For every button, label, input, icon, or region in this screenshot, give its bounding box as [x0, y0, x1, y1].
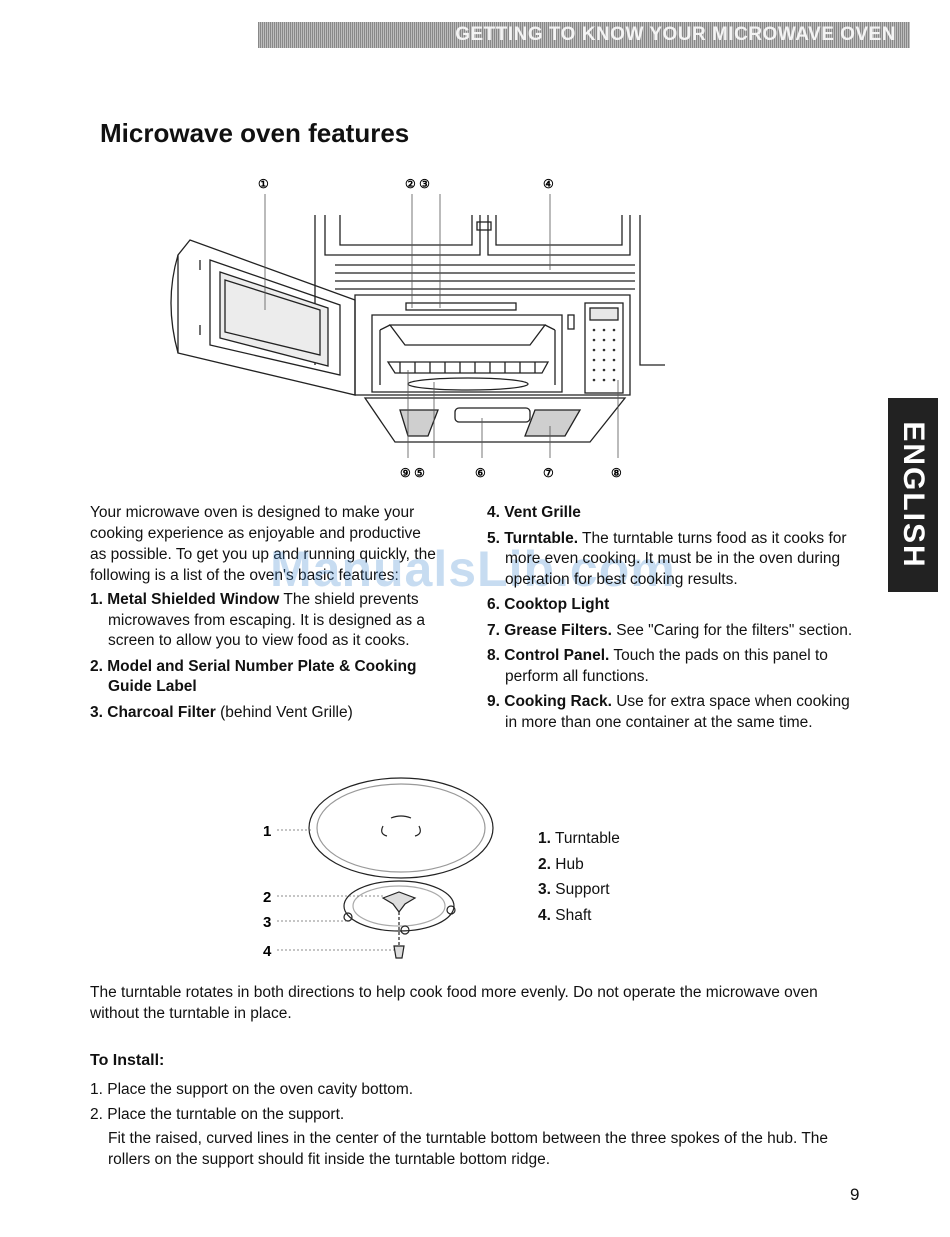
list-item: 1. Turntable	[538, 830, 620, 847]
feature-list-left: 1. Metal Shielded Window The shield prev…	[90, 590, 450, 728]
page-number: 9	[850, 1185, 860, 1204]
feature-item: 6. Cooktop Light	[487, 595, 859, 616]
feature-item: 5. Turntable. The turntable turns food a…	[487, 529, 859, 591]
turntable-callout-2: 2	[263, 889, 271, 906]
list-item: 2. Hub	[538, 855, 584, 873]
feature-name: 5. Turntable.	[487, 529, 579, 547]
install-steps: 1. Place the support on the oven cavity …	[90, 1077, 413, 1127]
feature-name: 7. Grease Filters.	[487, 621, 612, 639]
list-item: 3. Support	[538, 881, 610, 898]
section-header-banner: GETTING TO KNOW YOUR MICROWAVE OVEN	[258, 22, 910, 48]
language-tab-label: ENGLISH	[897, 421, 930, 569]
feature-desc: Touch the pads on this panel to perform …	[505, 647, 828, 685]
install-note: Fit the raised, curved lines in the cent…	[108, 1130, 829, 1168]
callout-1: ①	[258, 177, 269, 191]
list-item: 4. Shaft	[538, 906, 592, 924]
feature-desc: The turntable turns food as it cooks for…	[505, 529, 847, 588]
feature-name: 4. Vent Grille	[487, 504, 581, 521]
feature-desc: (behind Vent Grille)	[215, 703, 353, 721]
callout-8: ⑧	[611, 466, 622, 480]
callout-7: ⑦	[543, 466, 554, 480]
feature-name: 8. Control Panel.	[487, 647, 610, 664]
feature-item: 2. Model and Serial Number Plate & Cooki…	[90, 657, 450, 698]
callout-9-5: ⑨ ⑤	[400, 466, 425, 480]
turntable-callout-4: 4	[263, 943, 272, 960]
install-heading: To Install:	[90, 1052, 165, 1069]
list-item: 2. Place the turntable on the support.	[90, 1106, 345, 1123]
feature-name: 3. Charcoal Filter	[90, 703, 216, 721]
feature-item: 3. Charcoal Filter (behind Vent Grille)	[90, 703, 450, 724]
feature-item: 7. Grease Filters. See "Caring for the f…	[487, 621, 859, 642]
turntable-callout-1: 1	[263, 823, 271, 840]
feature-name: 6. Cooktop Light	[487, 596, 610, 613]
feature-list-right: 4. Vent Grille 5. Turntable. The turntab…	[487, 503, 859, 738]
feature-name: 1. Metal Shielded Window	[90, 591, 280, 608]
turntable-diagram: 1 2 3 4	[263, 777, 494, 960]
list-item: 1. Place the support on the oven cavity …	[90, 1081, 414, 1098]
turntable-parts-list: 1. Turntable 2. Hub 3. Support 4. Shaft	[538, 826, 620, 928]
feature-item: 4. Vent Grille	[487, 503, 859, 524]
intro-paragraph: Your microwave oven is designed to make …	[90, 504, 436, 584]
microwave-oven-diagram: ① ② ③ ④ ⑨ ⑤ ⑥ ⑦ ⑧	[170, 177, 665, 480]
turntable-note: The turntable rotates in both directions…	[90, 984, 818, 1022]
feature-name: 2. Model and Serial Number Plate & Cooki…	[90, 657, 417, 696]
watermark-text: ManualsLib.com	[270, 541, 676, 597]
feature-desc: Use for extra space when cooking in more…	[505, 693, 850, 731]
language-tab: ENGLISH	[888, 398, 938, 592]
callout-4: ④	[543, 177, 554, 191]
callout-6: ⑥	[475, 466, 486, 480]
callout-2-3: ② ③	[405, 177, 430, 191]
turntable-callout-3: 3	[263, 914, 271, 931]
feature-item: 8. Control Panel. Touch the pads on this…	[487, 646, 859, 687]
feature-desc: See "Caring for the filters" section.	[611, 621, 853, 639]
feature-name: 9. Cooking Rack.	[487, 693, 612, 710]
feature-item: 1. Metal Shielded Window The shield prev…	[90, 590, 450, 652]
feature-item: 9. Cooking Rack. Use for extra space whe…	[487, 692, 859, 733]
feature-desc: The shield prevents microwaves from esca…	[108, 591, 426, 649]
page-title: Microwave oven features	[100, 118, 410, 148]
